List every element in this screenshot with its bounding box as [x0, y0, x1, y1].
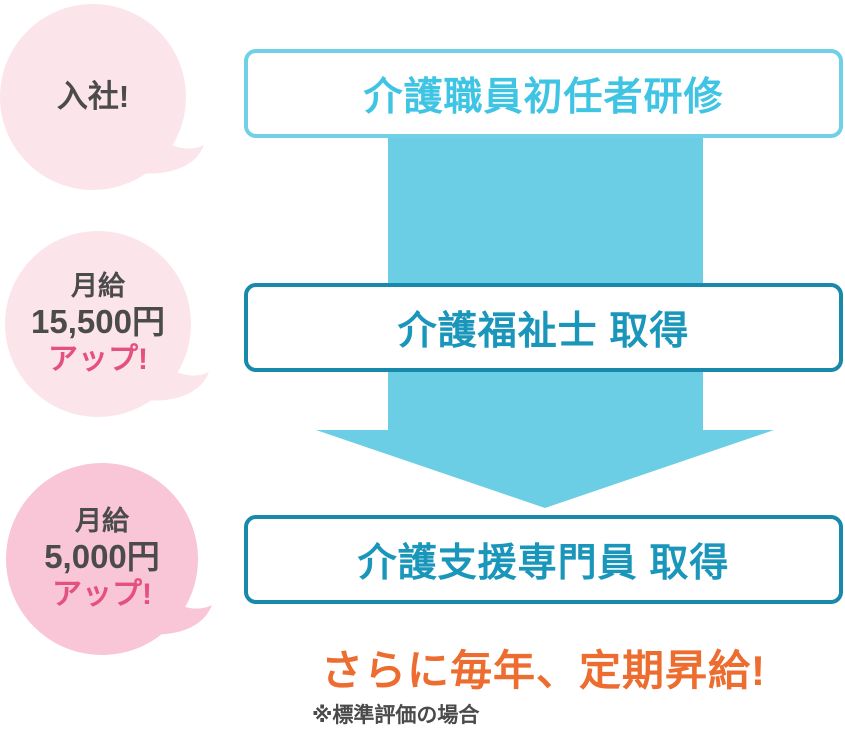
bubble-line: 月給: [71, 270, 125, 301]
step-box-care-manager: 介護支援専門員 取得: [244, 515, 843, 604]
speech-bubble-shape: [6, 463, 212, 655]
bubble-line: 月給: [75, 505, 129, 536]
speech-bubble-raise-5000: 月給 5,000円 アップ!: [2, 459, 220, 665]
step-label: 介護福祉士 取得: [397, 309, 690, 353]
speech-bubble-shape: [5, 231, 209, 417]
bubble-line: アップ!: [52, 577, 152, 611]
bubble-line: アップ!: [48, 342, 148, 376]
speech-bubble-raise-15500: 月給 15,500円 アップ!: [3, 229, 215, 429]
evaluation-note: ※標準評価の場合: [312, 704, 480, 727]
step-label: 介護支援専門員 取得: [357, 541, 730, 585]
step-box-initial-training: 介護職員初任者研修: [244, 49, 843, 138]
bubble-line: 15,500円: [31, 302, 165, 340]
bubble-line: 入社!: [56, 78, 130, 114]
speech-bubble-shape: [0, 4, 204, 190]
annual-raise-highlight: さらに毎年、定期昇給!: [321, 647, 766, 694]
step-box-care-worker: 介護福祉士 取得: [244, 283, 843, 372]
bubble-line: 5,000円: [44, 537, 160, 575]
step-label: 介護職員初任者研修: [363, 75, 724, 119]
speech-bubble-joining: 入社!: [0, 2, 210, 202]
